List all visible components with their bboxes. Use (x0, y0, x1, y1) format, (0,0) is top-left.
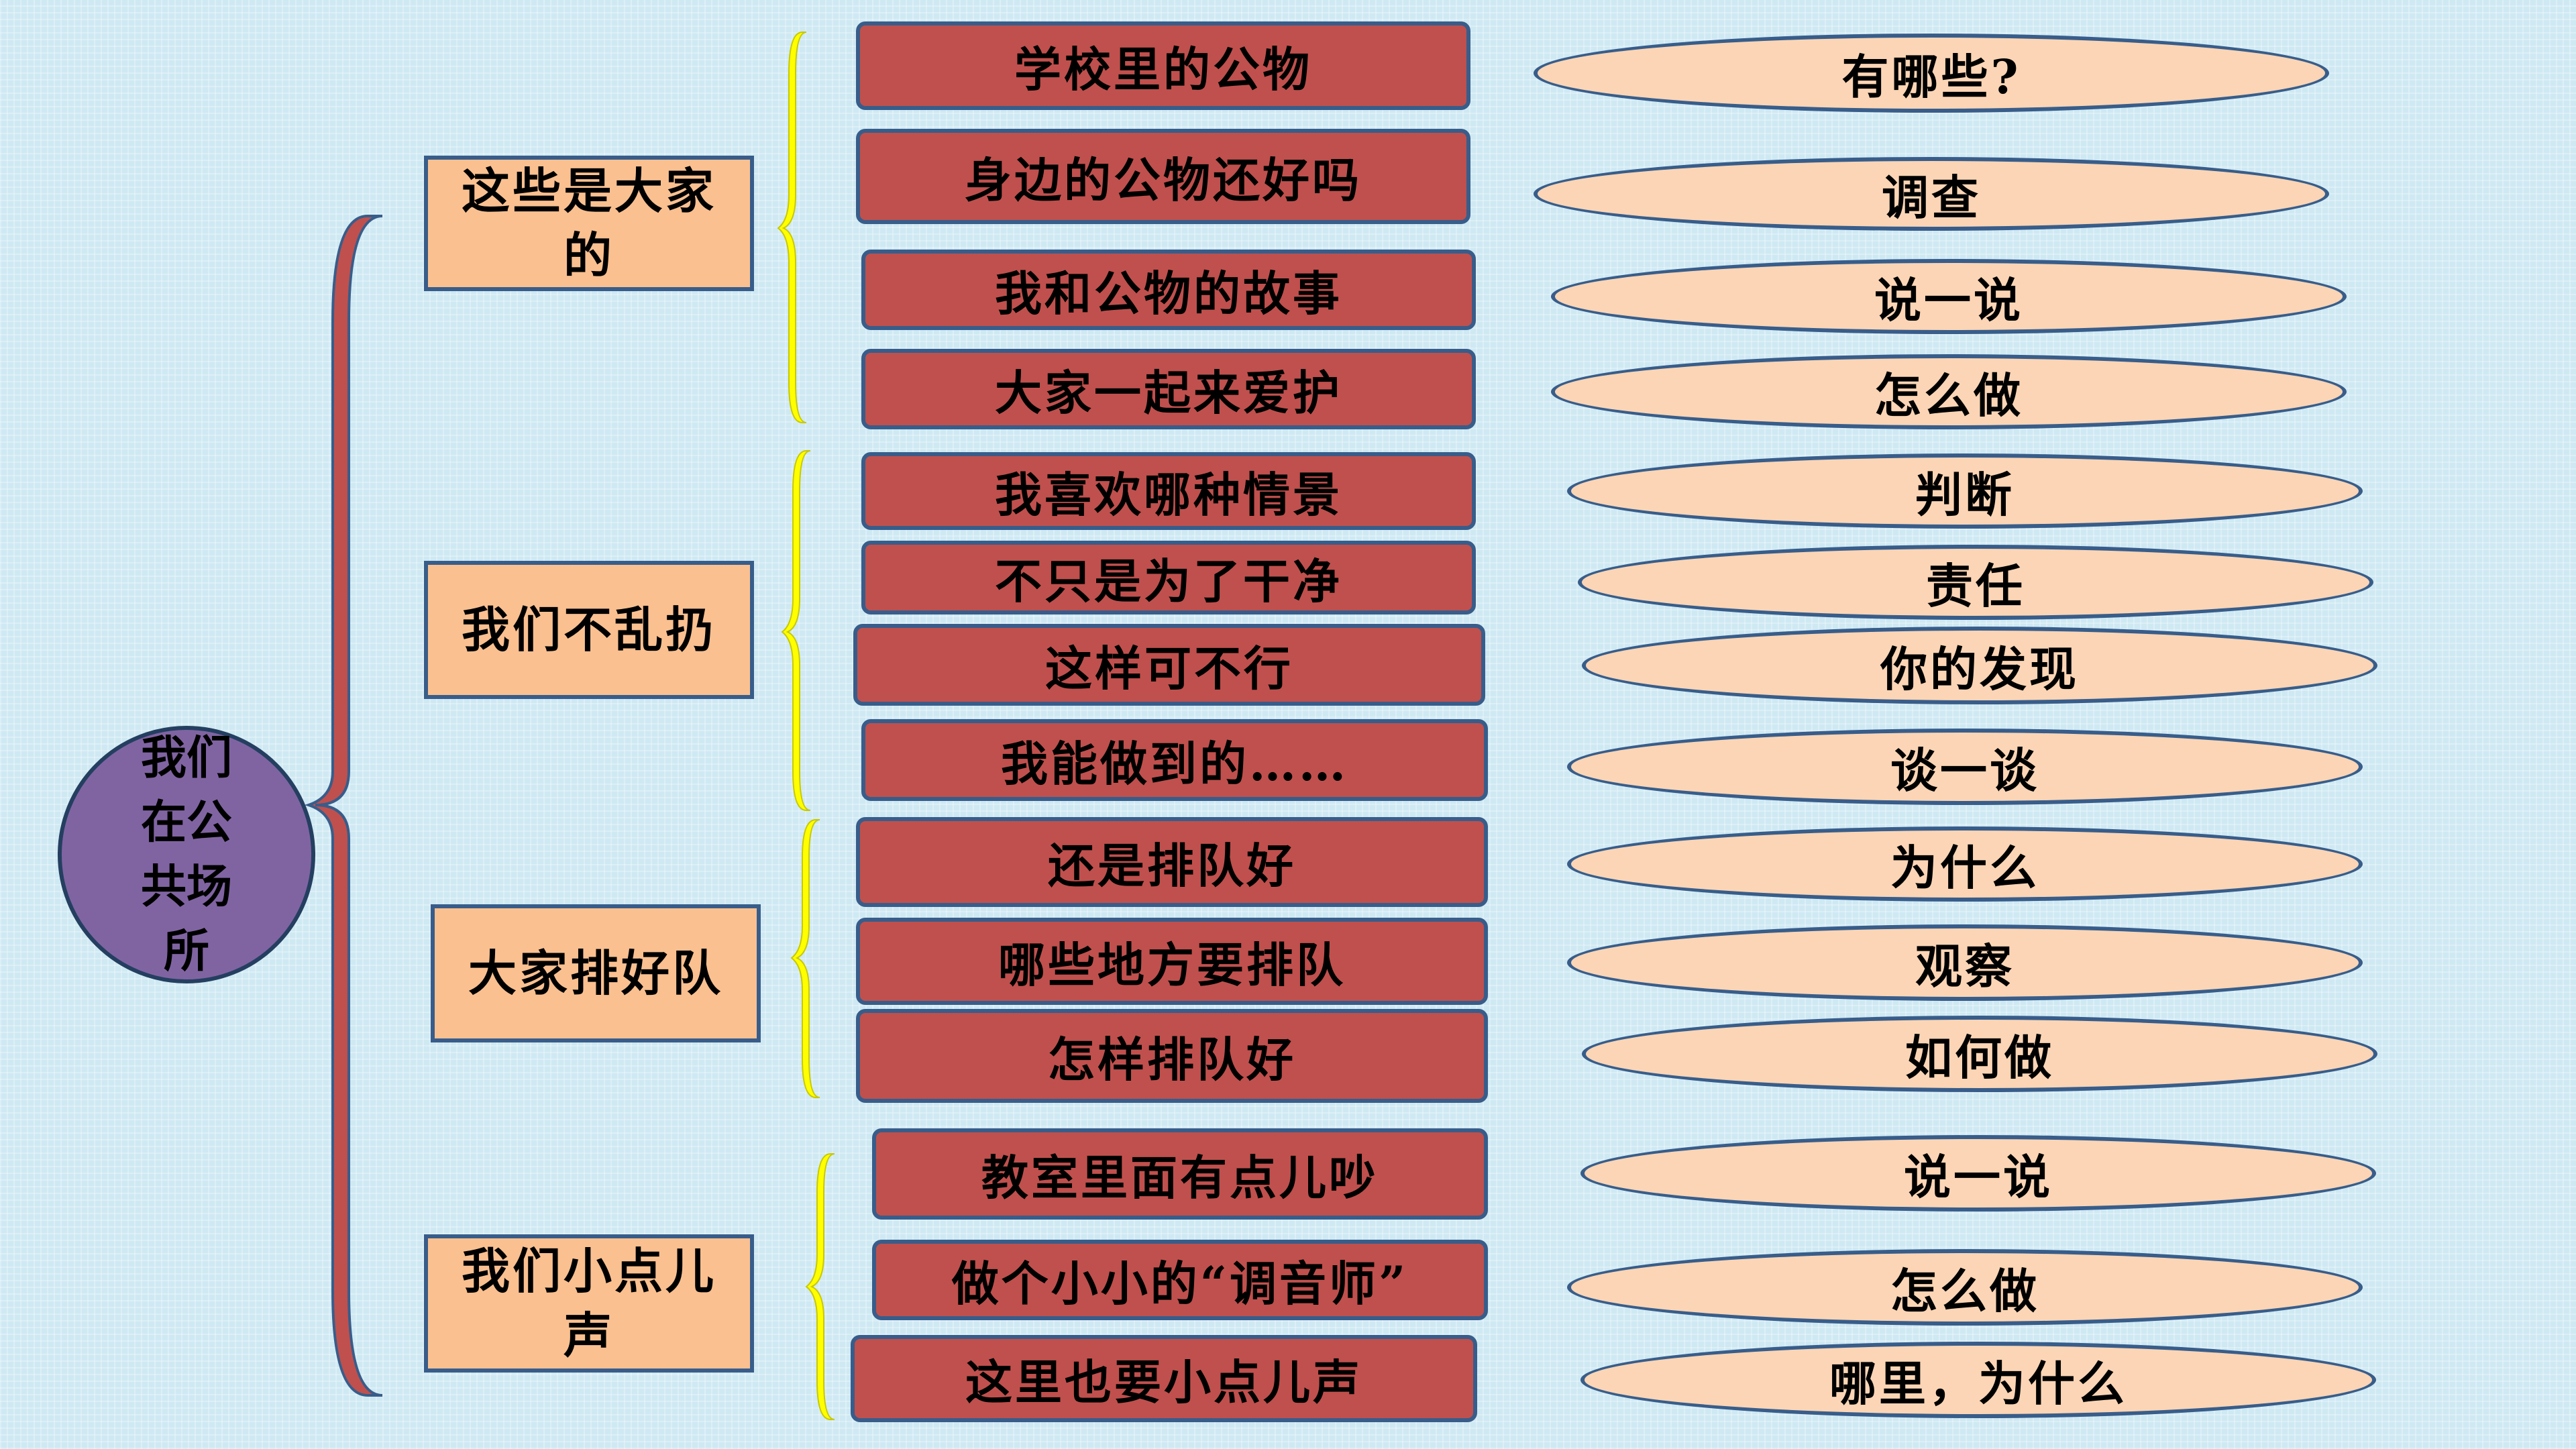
topic-box: 我能做到的…… (861, 719, 1488, 801)
leaf-ellipse: 说一说 (1551, 259, 2347, 334)
topic-box: 大家一起来爱护 (861, 349, 1476, 429)
category-label: 我们小点儿声 (461, 1242, 716, 1364)
leaf-label: 如何做 (1905, 1029, 2054, 1085)
leaf-label: 调查 (1882, 169, 1981, 225)
topic-label: 我能做到的…… (1001, 735, 1348, 792)
topic-box: 我和公物的故事 (861, 250, 1476, 330)
topic-label: 哪些地方要排队 (998, 936, 1346, 993)
leaf-label: 你的发现 (1880, 641, 2079, 697)
leaf-label: 怎么做 (1890, 1263, 2039, 1319)
main-brace (304, 215, 383, 1397)
topic-box: 我喜欢哪种情景 (861, 452, 1476, 530)
topic-label: 这里也要小点儿声 (965, 1354, 1362, 1410)
topic-box: 做个小小的“调音师” (872, 1240, 1488, 1320)
leaf-ellipse: 有哪些? (1534, 34, 2329, 113)
leaf-ellipse: 哪里，为什么 (1580, 1342, 2376, 1418)
category-label: 我们不乱扔 (461, 601, 716, 658)
topic-box: 学校里的公物 (856, 21, 1470, 110)
leaf-label: 观察 (1915, 938, 2015, 994)
leaf-label: 判断 (1915, 466, 2015, 523)
topic-box: 怎样排队好 (856, 1009, 1488, 1103)
topic-box: 还是排队好 (856, 817, 1488, 907)
topic-label: 学校里的公物 (1014, 41, 1312, 97)
topic-label: 不只是为了干净 (995, 553, 1342, 609)
leaf-ellipse: 判断 (1567, 453, 2363, 529)
leaf-label: 责任 (1926, 557, 2025, 614)
leaf-label: 哪里，为什么 (1829, 1355, 2127, 1411)
category-label: 这些是大家的 (461, 162, 716, 284)
topic-box: 不只是为了干净 (861, 541, 1476, 614)
topic-box: 教室里面有点儿吵 (872, 1128, 1488, 1220)
topic-label: 怎样排队好 (1048, 1031, 1296, 1087)
leaf-label: 说一说 (1904, 1148, 2053, 1205)
topic-box: 这样可不行 (853, 624, 1485, 706)
topic-label: 身边的公物还好吗 (965, 152, 1362, 208)
category-box-4: 我们小点儿声 (424, 1234, 754, 1373)
leaf-ellipse: 如何做 (1582, 1016, 2377, 1092)
root-node: 我们在公共场所 (58, 726, 315, 983)
leaf-label: 为什么 (1890, 839, 2039, 896)
brace-category-1 (777, 32, 807, 423)
leaf-label: 怎么做 (1874, 367, 2023, 423)
leaf-ellipse: 说一说 (1580, 1135, 2376, 1212)
topic-box: 哪些地方要排队 (856, 918, 1488, 1005)
topic-label: 这样可不行 (1045, 640, 1293, 696)
leaf-ellipse: 调查 (1534, 157, 2329, 231)
category-box-3: 大家排好队 (431, 904, 761, 1042)
topic-label: 做个小小的“调音师” (951, 1255, 1409, 1311)
topic-label: 大家一起来爱护 (995, 364, 1342, 421)
category-label: 大家排好队 (468, 945, 723, 1002)
topic-box: 这里也要小点儿声 (851, 1335, 1477, 1422)
leaf-ellipse: 观察 (1567, 924, 2363, 1001)
category-box-1: 这些是大家的 (424, 156, 754, 291)
topic-label: 我和公物的故事 (995, 265, 1342, 321)
topic-label: 我喜欢哪种情景 (995, 466, 1342, 523)
leaf-ellipse: 责任 (1578, 545, 2373, 620)
leaf-ellipse: 谈一谈 (1567, 729, 2363, 805)
category-box-2: 我们不乱扔 (424, 561, 754, 699)
topic-label: 教室里面有点儿吵 (981, 1149, 1379, 1205)
leaf-label: 有哪些? (1841, 48, 2021, 105)
leaf-ellipse: 怎么做 (1567, 1249, 2363, 1326)
leaf-ellipse: 你的发现 (1582, 627, 2377, 704)
topic-box: 身边的公物还好吗 (856, 129, 1470, 224)
brace-category-3 (790, 819, 820, 1098)
brace-category-4 (805, 1153, 835, 1420)
leaf-ellipse: 为什么 (1567, 826, 2363, 902)
leaf-label: 谈一谈 (1890, 742, 2039, 798)
leaf-ellipse: 怎么做 (1551, 354, 2347, 429)
topic-label: 还是排队好 (1048, 837, 1296, 894)
leaf-label: 说一说 (1874, 272, 2023, 328)
brace-category-2 (781, 450, 811, 811)
root-label: 我们在公共场所 (140, 731, 232, 978)
